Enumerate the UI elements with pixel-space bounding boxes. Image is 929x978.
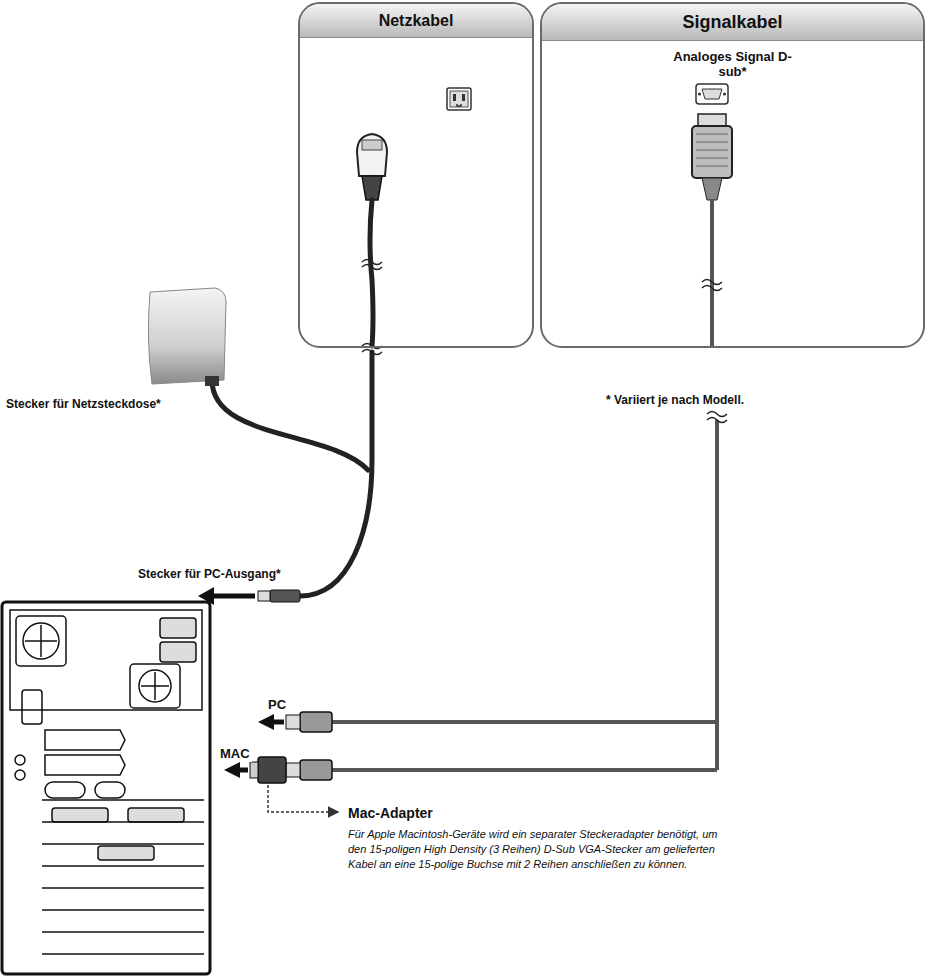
- power-plug: [357, 134, 387, 200]
- slot-line: [42, 887, 204, 889]
- pc-output-plug: [198, 587, 300, 605]
- pc-vga-connector: [258, 712, 332, 732]
- signal-type: Analoges Signal D-sub*: [663, 49, 803, 79]
- adapter-note: Für Apple Macintosh-Geräte wird ein sepa…: [346, 826, 735, 873]
- cable-break: [362, 260, 382, 355]
- adapter-title: Mac-Adapter: [346, 805, 435, 821]
- panel-heading: Signalkabel: [542, 4, 923, 41]
- dsub-icon: [696, 84, 728, 104]
- power-cable: [212, 200, 373, 596]
- pc-tower: [2, 602, 210, 974]
- signal-plug: [692, 114, 732, 200]
- plug-label: Stecker für PC-Ausgang*: [136, 566, 283, 582]
- slot-line: [42, 843, 204, 845]
- plug-label: Stecker für Netzsteckdose*: [4, 396, 163, 412]
- signal-cable: [332, 200, 717, 770]
- cable-panel: SignalkabelAnaloges Signal D-sub*: [540, 2, 925, 348]
- cable-panel: Netzkabel: [298, 2, 534, 348]
- footnote: * Variiert je nach Modell.: [604, 392, 746, 408]
- panel-heading: Netzkabel: [300, 4, 532, 38]
- slot-line: [42, 799, 204, 801]
- slot-line: [42, 931, 204, 933]
- wall-plug: [148, 288, 226, 386]
- power-socket-icon: [447, 88, 471, 110]
- slot-line: [42, 821, 204, 823]
- expansion-slots: [42, 800, 204, 954]
- slot-line: [42, 953, 204, 955]
- slot-line: [42, 865, 204, 867]
- port-label: MAC: [218, 746, 252, 762]
- port-label: PC: [266, 697, 288, 713]
- mac-adapter: [224, 757, 338, 812]
- slot-line: [42, 909, 204, 911]
